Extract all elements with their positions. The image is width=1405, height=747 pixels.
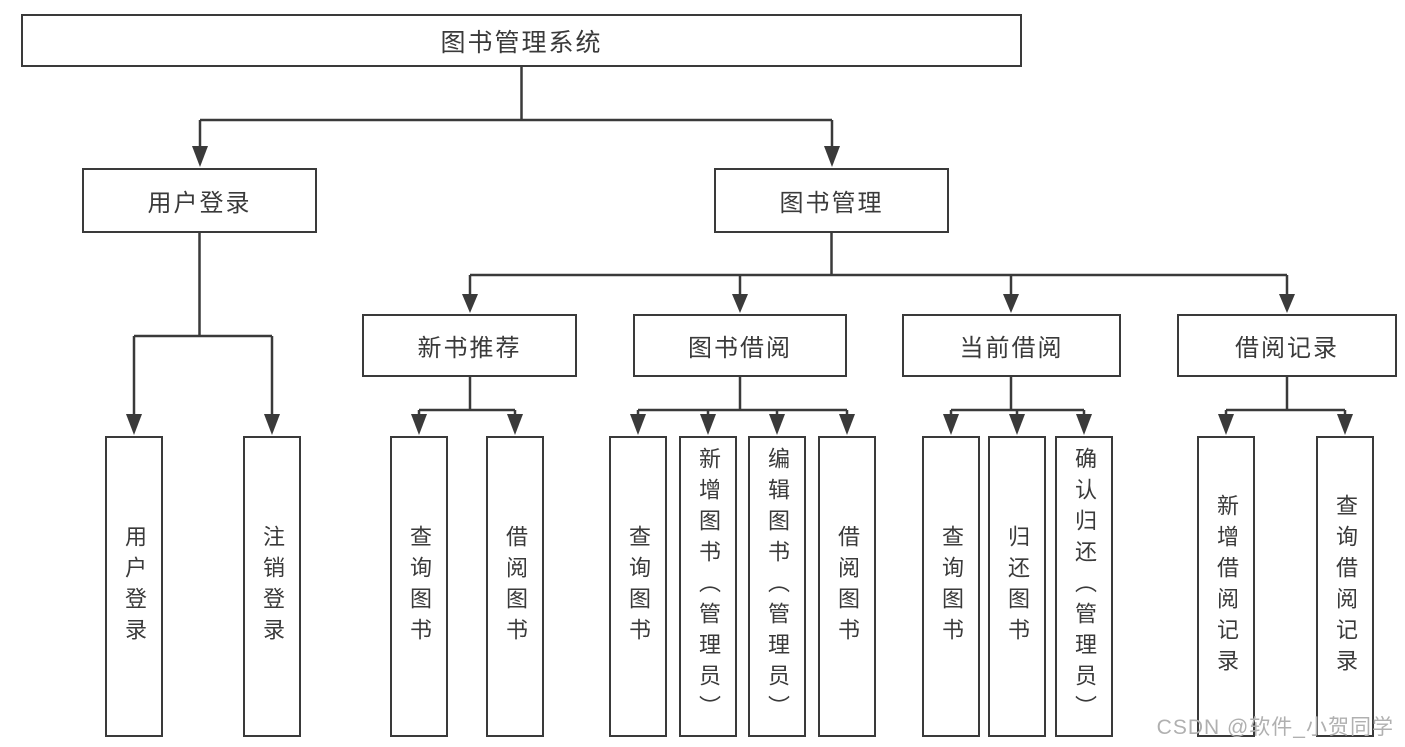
connector-records-to-leaves xyxy=(1218,377,1353,435)
node-system-root: 图书管理系统 xyxy=(21,14,1022,67)
connector-user-login-to-leaves xyxy=(126,233,280,435)
node-label: 注销登录 xyxy=(260,524,285,649)
connector-root-to-branches xyxy=(192,67,840,167)
connector-current-to-leaves xyxy=(943,377,1092,435)
node-user-login-branch: 用户登录 xyxy=(82,168,317,233)
node-leaf-records-search-record: 查询借阅记录 xyxy=(1316,436,1374,737)
node-leaf-records-add-record: 新增借阅记录 xyxy=(1197,436,1255,737)
node-label: 用户登录 xyxy=(122,524,147,649)
node-leaf-user-login: 用户登录 xyxy=(105,436,163,737)
node-leaf-current-search-books: 查询图书 xyxy=(922,436,980,737)
connector-borrow-to-leaves xyxy=(630,377,855,435)
node-label: 查询图书 xyxy=(939,524,964,649)
node-label: 查询图书 xyxy=(626,524,651,649)
connector-book-management-to-groups xyxy=(462,233,1295,313)
node-leaf-borrow-add-books-admin: 新增图书（管理员） xyxy=(679,436,737,737)
node-label: 新增借阅记录 xyxy=(1214,493,1239,680)
node-leaf-borrow-search-books: 查询图书 xyxy=(609,436,667,737)
node-leaf-current-return-books: 归还图书 xyxy=(988,436,1046,737)
node-label: 借阅图书 xyxy=(835,524,860,649)
node-borrow-records: 借阅记录 xyxy=(1177,314,1397,377)
node-book-borrow: 图书借阅 xyxy=(633,314,847,377)
node-label: 查询图书 xyxy=(407,524,432,649)
node-label: 编辑图书（管理员） xyxy=(765,447,790,726)
node-new-book-recommend: 新书推荐 xyxy=(362,314,577,377)
node-label: 归还图书 xyxy=(1005,524,1030,649)
node-leaf-borrow-edit-books-admin: 编辑图书（管理员） xyxy=(748,436,806,737)
node-label: 确认归还（管理员） xyxy=(1072,447,1097,726)
node-label: 借阅图书 xyxy=(503,524,528,649)
node-label: 新增图书（管理员） xyxy=(696,447,721,726)
node-book-management-branch: 图书管理 xyxy=(714,168,949,233)
node-current-borrow: 当前借阅 xyxy=(902,314,1121,377)
node-leaf-current-confirm-return-admin: 确认归还（管理员） xyxy=(1055,436,1113,737)
connector-recommend-to-leaves xyxy=(411,377,523,435)
node-leaf-logout: 注销登录 xyxy=(243,436,301,737)
node-leaf-recommend-search-books: 查询图书 xyxy=(390,436,448,737)
node-leaf-borrow-borrow-books: 借阅图书 xyxy=(818,436,876,737)
node-label: 查询借阅记录 xyxy=(1333,493,1358,680)
node-leaf-recommend-borrow-books: 借阅图书 xyxy=(486,436,544,737)
